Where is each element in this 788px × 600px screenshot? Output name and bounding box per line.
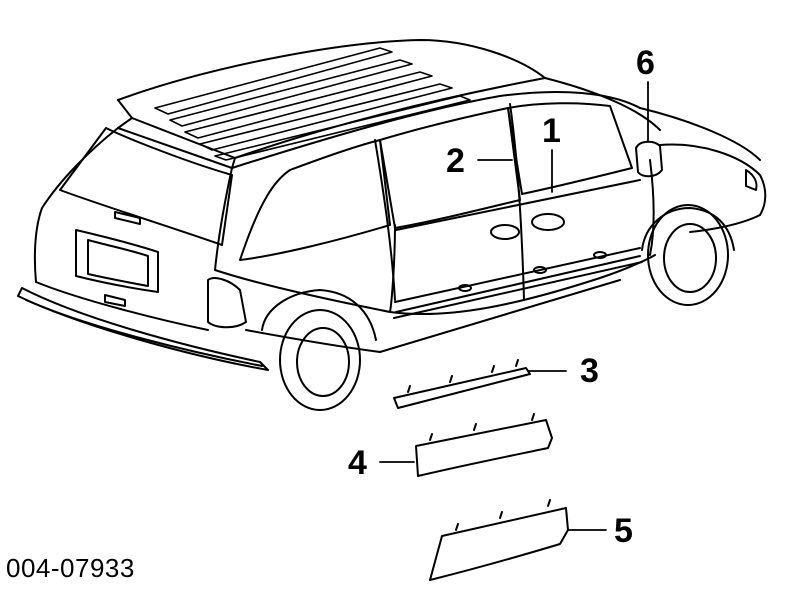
callout-5: 5: [614, 512, 633, 550]
part-3-molding: [394, 360, 530, 408]
rear-bumper: [18, 288, 268, 370]
leader-lines: [380, 82, 648, 530]
rear-wheel: [262, 290, 376, 410]
side-mirror: [636, 142, 662, 177]
front-wheel: [642, 205, 734, 305]
part-5-molding: [430, 500, 568, 580]
front-hood: [545, 78, 765, 255]
callout-2: 2: [446, 142, 465, 180]
callout-6: 6: [636, 44, 655, 82]
rear-liftgate: [35, 128, 232, 330]
side-body: [215, 92, 655, 352]
part-4-molding: [416, 414, 552, 476]
tail-light: [208, 278, 246, 327]
roof: [118, 40, 545, 168]
callout-3: 3: [580, 352, 599, 390]
part-number: 004-07933: [6, 553, 135, 583]
callout-4: 4: [348, 444, 367, 482]
callout-1: 1: [542, 112, 561, 150]
roof-rack-slats: [155, 48, 470, 160]
